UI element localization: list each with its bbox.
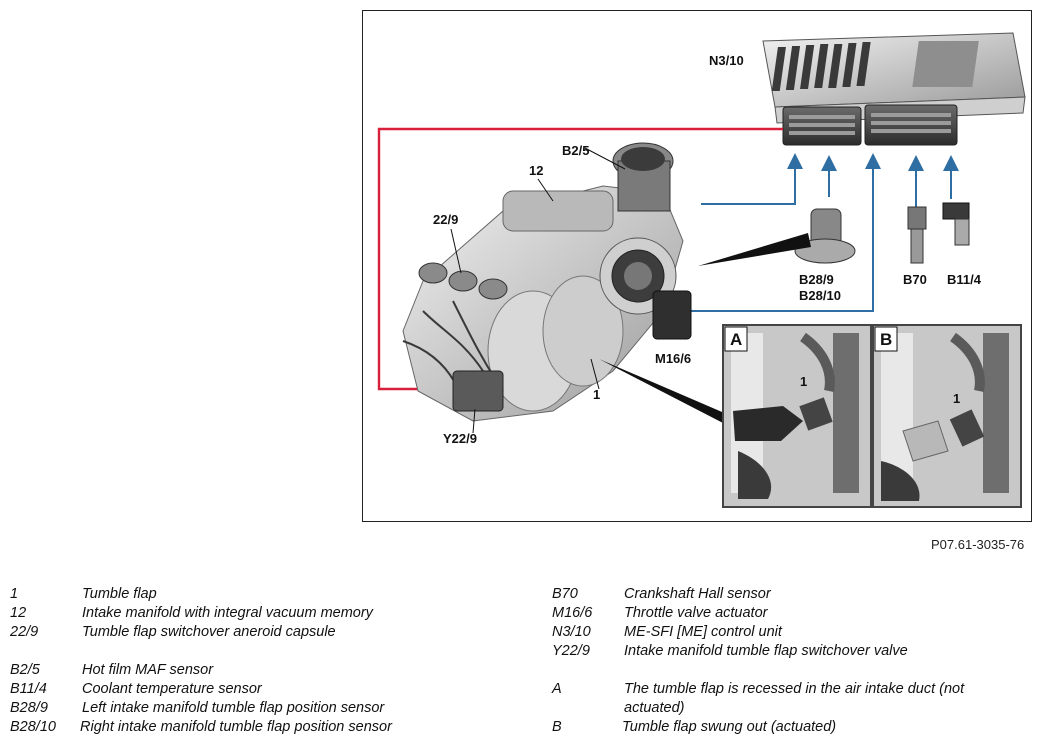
label-y22-9: Y22/9 xyxy=(443,431,477,446)
legend-desc-continued: actuated) xyxy=(624,700,685,716)
label-22-9: 22/9 xyxy=(433,212,458,227)
inset-a xyxy=(722,324,872,508)
figure-reference: P07.61-3035-76 xyxy=(931,537,1025,552)
legend-code: 22/9 xyxy=(10,624,39,640)
signal-lines xyxy=(689,153,959,312)
legend-desc: Hot film MAF sensor xyxy=(82,662,214,678)
label-b2-5: B2/5 xyxy=(562,143,589,158)
legend-code: B2/5 xyxy=(10,662,40,678)
legend-code: A xyxy=(552,681,562,697)
legend-desc: Tumble flap xyxy=(82,586,157,602)
legend-desc: Throttle valve actuator xyxy=(624,605,768,621)
crankshaft-sensor-b70 xyxy=(907,206,927,264)
control-unit-n3-10 xyxy=(762,32,1026,146)
legend-desc: Intake manifold with integral vacuum mem… xyxy=(82,605,373,621)
coolant-sensor-b11-4 xyxy=(942,202,970,246)
inset-b xyxy=(872,324,1022,508)
label-b28-10: B28/10 xyxy=(799,288,841,303)
legend-desc: Tumble flap switchover aneroid capsule xyxy=(82,624,336,640)
legend-code: M16/6 xyxy=(552,605,593,621)
legend-desc: Right intake manifold tumble flap positi… xyxy=(80,719,392,735)
legend-right: B70 Crankshaft Hall sensor M16/6 Throttl… xyxy=(552,586,1032,736)
legend-code: B28/9 xyxy=(10,700,48,716)
label-b11-4: B11/4 xyxy=(947,272,982,287)
legend-desc: The tumble flap is recessed in the air i… xyxy=(624,681,965,697)
legend-code: 12 xyxy=(10,605,27,621)
legend-code: Y22/9 xyxy=(552,643,590,659)
label-1: 1 xyxy=(593,387,600,402)
intake-system-diagram: N3/10 B2/5 12 22/9 B28/9 B28/10 B70 B11/… xyxy=(377,32,1026,508)
legend-code: B xyxy=(552,719,562,735)
inset-a-callout-1: 1 xyxy=(800,374,807,389)
legend-code: B11/4 xyxy=(10,681,47,697)
label-m16-6: M16/6 xyxy=(655,351,691,366)
legend-desc: Left intake manifold tumble flap positio… xyxy=(82,700,385,716)
legend-desc: Intake manifold tumble flap switchover v… xyxy=(624,643,908,659)
legend-code: B70 xyxy=(552,586,578,602)
label-n3-10: N3/10 xyxy=(709,53,744,68)
throttle-actuator-body xyxy=(652,290,692,340)
legend-code: N3/10 xyxy=(552,624,591,640)
diagram-frame: N3/10 B2/5 12 22/9 B28/9 B28/10 B70 B11/… xyxy=(362,10,1032,522)
inset-b-callout-1: 1 xyxy=(953,391,960,406)
legend-desc: Crankshaft Hall sensor xyxy=(624,586,771,602)
label-12: 12 xyxy=(529,163,543,178)
leader-lines xyxy=(450,147,626,434)
label-b28-9: B28/9 xyxy=(799,272,834,287)
label-b70: B70 xyxy=(903,272,927,287)
position-sensor-b28 xyxy=(698,208,856,266)
inset-a-label: A xyxy=(730,330,742,349)
legend-desc: Tumble flap swung out (actuated) xyxy=(622,719,837,735)
legend-left: 1 Tumble flap 12 Intake manifold with in… xyxy=(10,586,530,736)
legend-code: 1 xyxy=(10,586,19,602)
legend-desc: ME-SFI [ME] control unit xyxy=(624,624,782,640)
inset-b-label: B xyxy=(880,330,892,349)
legend-code: B28/10 xyxy=(10,719,56,735)
legend-desc: Coolant temperature sensor xyxy=(82,681,262,697)
intake-manifold-assembly xyxy=(402,142,692,422)
